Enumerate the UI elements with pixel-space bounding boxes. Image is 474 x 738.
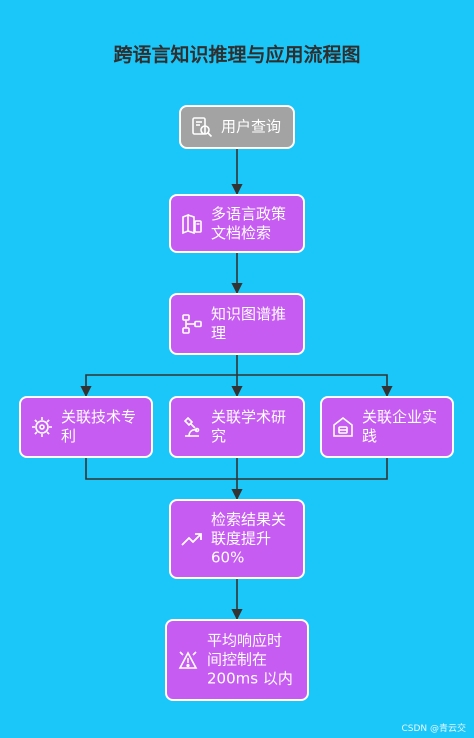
node-policy-retrieval[interactable]: 多语言政策 文档检索 bbox=[169, 194, 305, 253]
node-tech-patent[interactable]: 关联技术专 利 bbox=[19, 396, 153, 458]
node-user-query[interactable]: 用户查询 bbox=[179, 105, 295, 149]
edge-enterprise-to-relevance bbox=[237, 458, 388, 480]
trending-up-icon bbox=[180, 527, 204, 551]
node-label: 检索结果关 联度提升 60% bbox=[211, 510, 287, 567]
graph-nodes-icon bbox=[180, 312, 204, 336]
node-label: 用户查询 bbox=[221, 117, 282, 136]
book-map-icon bbox=[180, 212, 204, 236]
gear-icon bbox=[30, 415, 54, 439]
watermark: CSDN @青云交 bbox=[401, 724, 466, 734]
node-label: 关联技术专 利 bbox=[61, 408, 137, 445]
edge-reasoning-to-enterprise bbox=[237, 374, 393, 398]
building-icon bbox=[331, 415, 355, 439]
edge-patent-to-relevance bbox=[85, 458, 237, 480]
node-enterprise-practice[interactable]: 关联企业实 践 bbox=[320, 396, 454, 458]
node-label: 关联学术研 究 bbox=[211, 408, 287, 445]
node-kg-reasoning[interactable]: 知识图谱推 理 bbox=[169, 293, 305, 355]
timer-icon bbox=[176, 648, 200, 672]
node-response-time[interactable]: 平均响应时 间控制在 200ms 以内 bbox=[165, 619, 309, 701]
node-label: 知识图谱推 理 bbox=[211, 305, 287, 342]
node-label: 关联企业实 践 bbox=[362, 408, 438, 445]
microscope-icon bbox=[180, 415, 204, 439]
edge-reasoning-to-patent bbox=[80, 355, 238, 398]
diagram-title: 跨语言知识推理与应用流程图 bbox=[113, 44, 361, 66]
search-document-icon bbox=[190, 115, 214, 139]
node-academic-research[interactable]: 关联学术研 究 bbox=[169, 396, 305, 458]
node-label: 平均响应时 间控制在 200ms 以内 bbox=[207, 631, 293, 688]
node-label: 多语言政策 文档检索 bbox=[211, 204, 287, 242]
node-relevance-up[interactable]: 检索结果关 联度提升 60% bbox=[169, 499, 305, 579]
